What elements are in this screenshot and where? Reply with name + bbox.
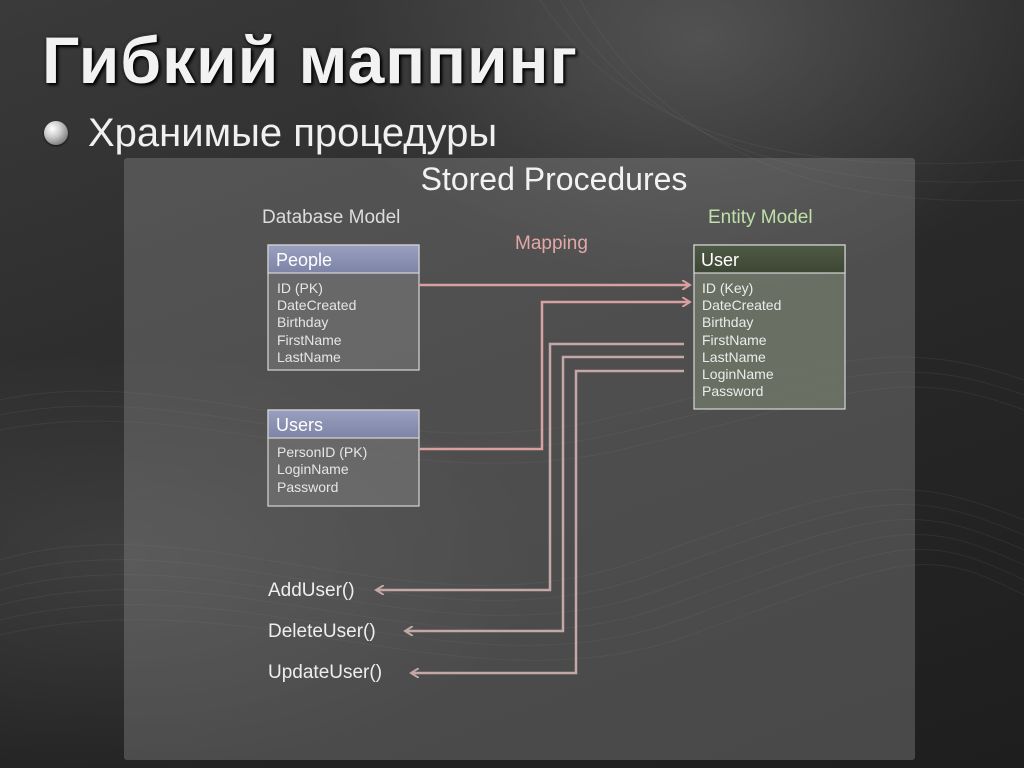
entity-to-deleteuser-arrow bbox=[405, 355, 684, 631]
people-table: People ID (PK) DateCreated Birthday Firs… bbox=[267, 244, 420, 371]
entity-field: DateCreated bbox=[702, 297, 781, 313]
entity-field: LastName bbox=[702, 349, 766, 365]
user-entity-name: User bbox=[701, 250, 739, 270]
mapping-label: Mapping bbox=[515, 233, 588, 254]
entity-to-adduser-arrow bbox=[376, 342, 684, 590]
entity-field: LoginName bbox=[702, 366, 774, 382]
database-model-label: Database Model bbox=[262, 207, 400, 228]
entity-to-updateuser-arrow bbox=[411, 369, 684, 673]
users-field: PersonID (PK) bbox=[277, 444, 367, 460]
people-field: DateCreated bbox=[277, 297, 356, 313]
people-field: LastName bbox=[277, 349, 341, 365]
users-table: Users PersonID (PK) LoginName Password bbox=[267, 409, 420, 507]
procedure-deleteuser: DeleteUser() bbox=[268, 621, 376, 642]
procedure-updateuser: UpdateUser() bbox=[268, 662, 382, 683]
diagram-title: Stored Procedures bbox=[421, 161, 688, 197]
people-field: FirstName bbox=[277, 332, 342, 348]
users-table-name: Users bbox=[276, 415, 323, 435]
people-table-name: People bbox=[276, 250, 332, 270]
slide-title: Гибкий маппинг bbox=[42, 23, 578, 97]
procedure-adduser: AddUser() bbox=[268, 580, 355, 601]
user-entity: User ID (Key) DateCreated Birthday First… bbox=[693, 244, 846, 410]
bullet-item: Хранимые процедуры bbox=[44, 108, 497, 158]
people-field: Birthday bbox=[277, 314, 328, 330]
entity-field: Password bbox=[702, 383, 763, 399]
users-field: Password bbox=[277, 479, 338, 495]
entity-field: ID (Key) bbox=[702, 280, 753, 296]
entity-field: Birthday bbox=[702, 314, 753, 330]
people-field: ID (PK) bbox=[277, 280, 323, 296]
users-to-user-arrow bbox=[419, 302, 690, 451]
diagram-panel: Stored Procedures Database Model Entity … bbox=[124, 158, 915, 760]
entity-model-label: Entity Model bbox=[708, 207, 813, 228]
entity-field: FirstName bbox=[702, 332, 767, 348]
bullet-text: Хранимые процедуры bbox=[88, 110, 498, 155]
bullet-dot-icon bbox=[44, 121, 68, 145]
mapping-diagram: Stored Procedures Database Model Entity … bbox=[262, 161, 846, 683]
users-field: LoginName bbox=[277, 461, 349, 477]
